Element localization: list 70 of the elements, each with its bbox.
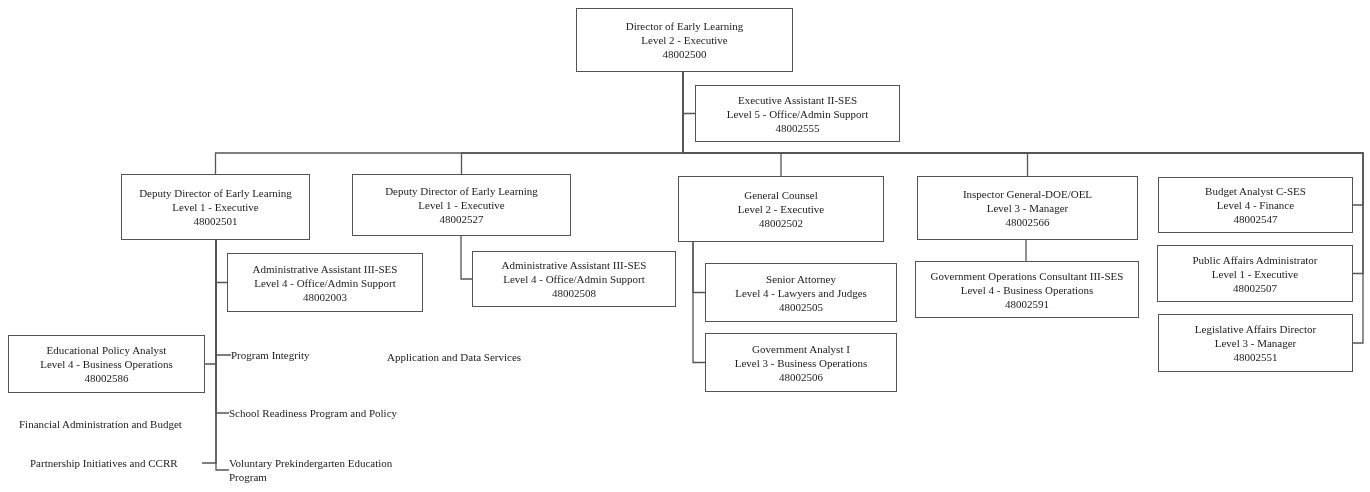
position-text: Level 4 - Office/Admin Support	[254, 275, 396, 290]
position-text: Executive Assistant II-SES	[737, 92, 858, 107]
position-text: 48002551	[1233, 350, 1278, 364]
connector-line	[692, 241, 706, 364]
position-text: Legislative Affairs Director	[1194, 322, 1317, 336]
unit-name: Application and Data Services	[387, 350, 522, 364]
position-box	[915, 261, 1139, 318]
position-text: Deputy Director of Early Learning	[385, 184, 538, 198]
position-box	[227, 253, 423, 312]
position-text: Level 1 - Executive	[172, 200, 259, 214]
position-text: 48002508	[552, 286, 596, 300]
position-box	[678, 176, 884, 242]
connector-line	[215, 239, 230, 471]
position-text: Level 2 - Executive	[737, 202, 825, 216]
position-box	[1158, 314, 1353, 372]
position-text: 48002547	[1233, 212, 1278, 226]
unit-name: School Readiness Program and Policy	[229, 406, 398, 420]
position-box	[8, 335, 205, 393]
position-box	[1157, 245, 1353, 302]
position-box	[917, 176, 1138, 240]
position-text: Level 4 - Business Operations	[960, 282, 1094, 297]
position-box	[472, 251, 676, 307]
position-text: Level 3 - Business Operations	[734, 355, 868, 370]
position-box	[121, 174, 310, 240]
position-text: Level 4 - Lawyers and Judges	[735, 285, 867, 300]
position-box	[705, 333, 897, 392]
position-text: Level 5 - Office/Admin Support	[726, 106, 869, 121]
position-text: 48002507	[1233, 280, 1277, 295]
position-text: Level 1 - Executive	[1211, 266, 1299, 281]
position-text: 48002586	[84, 371, 129, 385]
position-text: Budget Analyst C-SES	[1205, 184, 1306, 198]
position-text: Senior Attorney	[766, 271, 836, 286]
position-text: Inspector General-DOE/OEL	[962, 187, 1093, 201]
position-text: Administrative Assistant III-SES	[252, 261, 398, 276]
position-text: Educational Policy Analyst	[46, 343, 167, 357]
position-text: Level 3 - Manager	[1214, 336, 1297, 350]
position-box	[576, 8, 793, 72]
position-text: 48002527	[439, 212, 484, 226]
position-text: Level 2 - Executive	[641, 33, 728, 47]
unit-name: Voluntary Prekindergarten Education Program	[229, 456, 394, 484]
position-text: 48002003	[303, 289, 347, 304]
position-text: 48002591	[1005, 296, 1049, 311]
position-text: 48002501	[193, 214, 238, 228]
position-text: Director of Early Learning	[625, 19, 744, 33]
position-text: Public Affairs Administrator	[1192, 252, 1318, 267]
unit-name: Partnership Initiatives and CCRR	[30, 456, 178, 470]
position-text: 48002500	[662, 47, 707, 61]
position-text: Government Operations Consultant III-SES	[930, 268, 1124, 283]
position-box	[352, 174, 571, 236]
position-text: Level 4 - Finance	[1216, 198, 1295, 212]
position-text: Deputy Director of Early Learning	[139, 186, 292, 200]
unit-name: Financial Administration and Budget	[19, 417, 182, 431]
position-text: 48002566	[1005, 215, 1050, 229]
connector-line	[460, 235, 473, 280]
position-text: 48002555	[775, 120, 820, 135]
position-text: Administrative Assistant III-SES	[501, 258, 647, 272]
position-box	[1158, 177, 1353, 233]
position-box	[705, 263, 897, 322]
position-text: Level 3 - Manager	[986, 201, 1069, 215]
unit-name: Program Integrity	[231, 348, 310, 362]
position-text: Level 1 - Executive	[418, 198, 505, 212]
position-text: 48002502	[759, 216, 803, 230]
position-text: Level 4 - Business Operations	[40, 357, 173, 371]
position-text: 48002505	[779, 299, 823, 314]
position-text: General Counsel	[744, 188, 818, 202]
position-text: Level 4 - Office/Admin Support	[503, 272, 645, 286]
position-text: Government Analyst I	[752, 341, 850, 356]
position-box	[695, 85, 900, 142]
connector-line	[1025, 239, 1027, 262]
position-text: 48002506	[779, 369, 823, 384]
